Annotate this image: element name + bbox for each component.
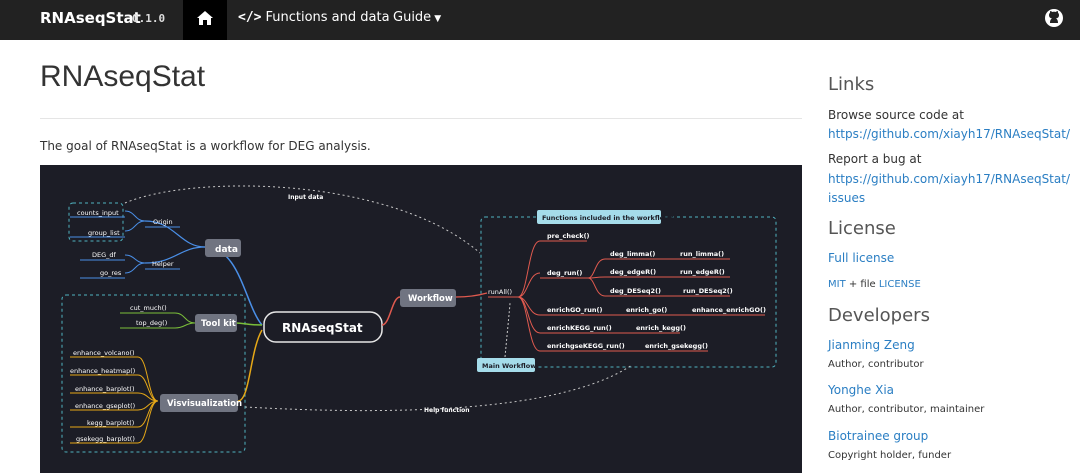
links-heading: Links — [828, 74, 875, 95]
functions-box-label: Functions included in the workflows — [542, 214, 674, 222]
workflow-node — [400, 289, 456, 307]
fn-deg-deseq2: deg_DESeq2() — [610, 287, 661, 295]
data-input-group-box — [68, 202, 124, 242]
bug-report-link[interactable]: https://github.com/xiayh17/RNAseqStat/ — [828, 172, 1070, 186]
home-icon — [197, 11, 213, 25]
dev-link-yonghe-xia[interactable]: Yonghe Xia — [828, 383, 895, 397]
input-data-arrow — [124, 185, 481, 254]
help-function-arrow — [244, 364, 633, 412]
dev-link-biotrainee-group[interactable]: Biotrainee group — [828, 429, 929, 443]
workflow-node-label: Workflow — [408, 294, 453, 304]
toolkit-node-label: Tool kit — [201, 319, 236, 329]
version-badge: 0.1.0 — [132, 12, 166, 25]
workflow-branch-line — [381, 296, 401, 326]
license-file-link[interactable]: LICENSE — [878, 279, 921, 290]
plus-file-text: + file — [845, 279, 879, 290]
help-function-label: Help function — [424, 407, 470, 414]
intro-text: The goal of RNAseqStat is a workflow for… — [40, 139, 371, 153]
license-heading: License — [828, 218, 896, 239]
chevron-down-icon: ▼ — [434, 14, 442, 24]
vis-item-heatmap: enhance_heatmap() — [70, 367, 135, 375]
fn-enrichkegg-run: enrichKEGG_run() — [547, 324, 612, 332]
top-navbar: RNAseqStat 0.1.0 </>Functions and data G… — [0, 0, 1080, 40]
dev-role-biotrainee-group: Copyright holder, funder — [828, 450, 952, 461]
fn-enrich-kegg: enrich_kegg() — [636, 324, 686, 332]
browse-text: Browse source code at — [828, 108, 964, 122]
main-workflow-label: Main Workflow — [482, 362, 536, 370]
fn-enhance-enrichgo: enhance_enrichGO() — [692, 306, 766, 314]
fn-run-edger: run_edgeR() — [680, 268, 725, 276]
workflow-group-box — [480, 216, 777, 368]
workflow-diagram: Input data Help function counts_input gr… — [40, 165, 802, 473]
fn-enrichgsekegg-run: enrichgseKEGG_run() — [547, 342, 625, 350]
workflow-to-runall-line — [455, 292, 488, 298]
data-item-counts-input: counts_input — [77, 209, 119, 217]
input-data-label: Input data — [288, 194, 323, 201]
license-line: MIT + file LICENSE — [828, 279, 921, 290]
center-node-label: RNAseqStat — [282, 321, 363, 335]
vis-node — [160, 394, 238, 412]
fn-enrich-go: enrich_go() — [626, 306, 667, 314]
center-node — [263, 311, 383, 343]
data-item-go-res: go_res — [100, 269, 122, 277]
brand-link[interactable]: RNAseqStat — [40, 9, 141, 27]
vis-item-gsekegg-barplot: gsekegg_barplot() — [76, 435, 135, 443]
helper-leaves — [124, 254, 146, 274]
mit-link[interactable]: MIT — [828, 279, 846, 290]
fn-deg-limma: deg_limma() — [610, 250, 655, 258]
developers-heading: Developers — [828, 305, 930, 326]
toolkit-item-top-deg: top_deg() — [136, 319, 167, 327]
nav-functions-label: Functions and data — [265, 10, 390, 25]
helper-branch-line — [144, 246, 206, 264]
vis-branch-line — [237, 329, 263, 402]
dev-role-jianming-zeng: Author, contributor — [828, 359, 924, 370]
bug-text: Report a bug at — [828, 152, 922, 166]
dev-link-jianming-zeng[interactable]: Jianming Zeng — [828, 338, 915, 352]
full-license-link[interactable]: Full license — [828, 251, 895, 265]
nav-guide-label: Guide — [393, 10, 432, 25]
browse-source-link[interactable]: https://github.com/xiayh17/RNAseqStat/ — [828, 127, 1070, 141]
toolkit-node — [195, 314, 237, 332]
nav-functions-and-data[interactable]: </>Functions and data — [238, 10, 390, 25]
fn-run-deseq2: run_DESeq2() — [683, 287, 733, 295]
main-workflow-arrow — [504, 302, 511, 358]
data-node-label: data — [215, 245, 238, 255]
fn-enrichgo-run: enrichGO_run() — [547, 306, 602, 314]
code-icon: </> — [238, 10, 262, 25]
runall-label: runAll() — [488, 288, 512, 296]
deg-run-branches — [587, 258, 606, 297]
functions-box-badge — [537, 210, 661, 224]
main-workflow-badge — [477, 358, 535, 372]
fn-pre-check: pre_check() — [547, 232, 590, 240]
toolkit-item-cut-much: cut_much() — [130, 304, 167, 312]
nav-home[interactable] — [183, 0, 227, 40]
vis-item-barplot: enhance_barplot() — [75, 385, 134, 393]
data-item-group-list: group_list — [88, 229, 120, 237]
bug-report-link-issues[interactable]: issues — [828, 191, 866, 205]
github-icon[interactable] — [1044, 8, 1064, 28]
data-branch-line — [204, 246, 263, 326]
data-item-deg-df: DEG_df — [92, 251, 117, 259]
toolkit-branch-line — [235, 322, 263, 326]
fn-deg-run: deg_run() — [547, 269, 582, 277]
fn-deg-edger: deg_edgeR() — [610, 268, 656, 276]
origin-leaves — [124, 210, 146, 232]
fn-enrich-gsekegg: enrich_gsekegg() — [645, 342, 708, 350]
dev-role-yonghe-xia: Author, contributor, maintainer — [828, 404, 985, 415]
vis-item-gseplot: enhance_gseplot() — [75, 402, 135, 410]
vis-item-volcano: enhance_volcano() — [73, 349, 135, 357]
origin-label: Origin — [153, 218, 173, 226]
fn-run-limma: run_limma() — [680, 250, 724, 258]
page-title: RNAseqStat — [40, 60, 206, 93]
origin-branch-line — [144, 220, 206, 248]
vis-item-kegg-barplot: kegg_barplot() — [87, 419, 134, 427]
nav-guide-dropdown[interactable]: Guide▼ — [393, 10, 441, 25]
vis-node-label: Visvisualization — [167, 399, 242, 409]
vis-leaves — [137, 356, 159, 444]
helper-label: Helper — [152, 260, 174, 268]
runall-branches — [517, 240, 541, 352]
data-node — [205, 239, 241, 257]
toolkit-leaves — [174, 312, 196, 329]
title-divider — [40, 118, 802, 119]
